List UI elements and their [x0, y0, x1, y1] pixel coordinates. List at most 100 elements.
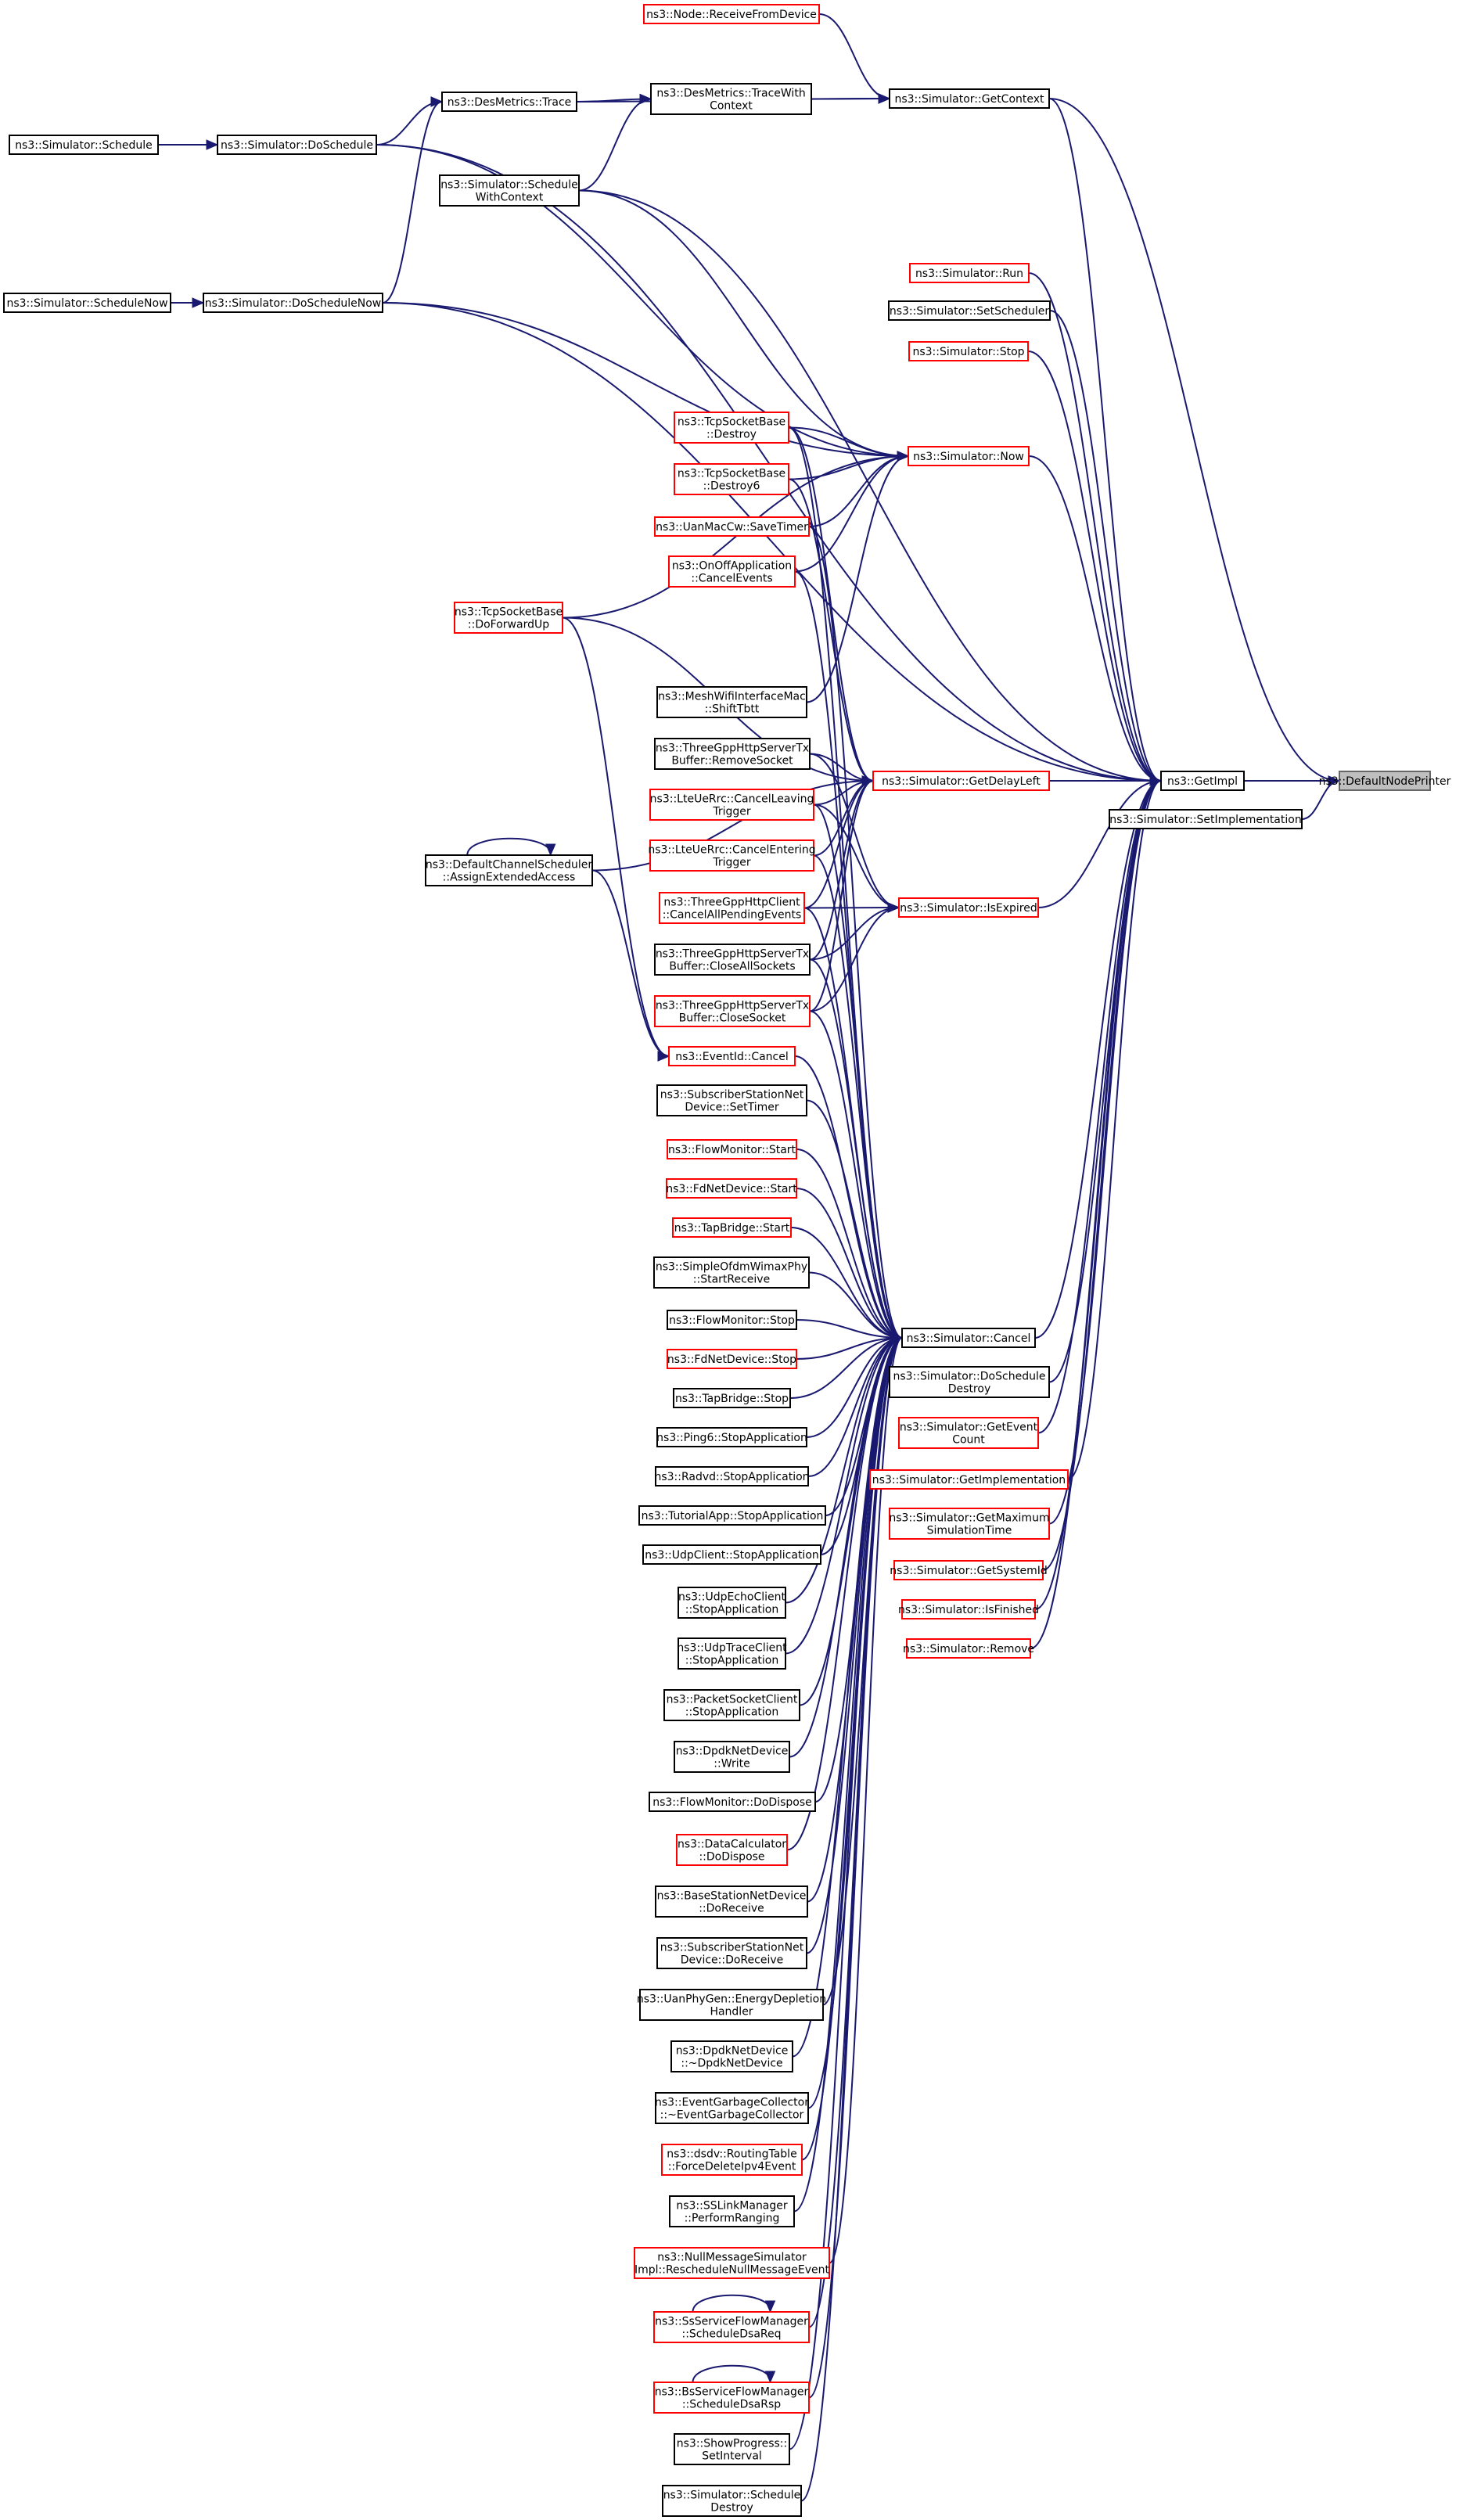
edge-tgppclose-to-simcancel [809, 1010, 903, 1339]
node-meshshift[interactable]: ns3::MeshWifiInterfaceMac::ShiftTbtt [656, 686, 807, 718]
node-udpecho[interactable]: ns3::UdpEchoClient::StopApplication [678, 1587, 786, 1619]
node-bsflow[interactable]: ns3::BsServiceFlowManager::ScheduleDsaRs… [653, 2382, 810, 2414]
node-trace[interactable]: ns3::DesMetrics::Trace [441, 92, 577, 112]
node-setimpl[interactable]: ns3::Simulator::SetImplementation [1109, 809, 1303, 829]
node-tcpdestroy[interactable]: ns3::TcpSocketBase::Destroy [674, 412, 789, 444]
edge-udptrace-to-simcancel [785, 1337, 903, 1655]
node-tgppclose[interactable]: ns3::ThreeGppHttpServerTxBuffer::CloseSo… [654, 995, 811, 1027]
node-dpdkwrite[interactable]: ns3::DpdkNetDevice::Write [674, 1741, 790, 1773]
node-flowstart[interactable]: ns3::FlowMonitor::Start [667, 1139, 797, 1159]
node-eventcancel[interactable]: ns3::EventId::Cancel [668, 1046, 796, 1066]
node-schedwithctx-box [439, 174, 580, 207]
node-ofdmstart[interactable]: ns3::SimpleOfdmWimaxPhy::StartReceive [653, 1256, 810, 1289]
node-getdelayleft[interactable]: ns3::Simulator::GetDelayLeft [872, 771, 1050, 791]
edge-schedwithctx-to-getimpl [578, 189, 1162, 782]
node-dpdkdtor[interactable]: ns3::DpdkNetDevice::~DpdkNetDevice [670, 2040, 793, 2072]
node-now[interactable]: ns3::Simulator::Now [908, 446, 1030, 466]
node-onoffcancel[interactable]: ns3::OnOffApplication::CancelEvents [668, 555, 796, 588]
node-flowstart-box [667, 1139, 797, 1159]
node-udptrace[interactable]: ns3::UdpTraceClient::StopApplication [677, 1637, 787, 1670]
node-tcpdestroy-label-line-0: ns3::TcpSocketBase [678, 416, 785, 429]
node-tapstart[interactable]: ns3::TapBridge::Start [672, 1217, 792, 1238]
node-setimpl-label-line-0: ns3::Simulator::SetImplementation [1109, 814, 1301, 826]
node-stop[interactable]: ns3::Simulator::Stop [908, 341, 1029, 361]
node-udpclientstop[interactable]: ns3::UdpClient::StopApplication [642, 1544, 821, 1565]
node-flowstop[interactable]: ns3::FlowMonitor::Stop [667, 1310, 797, 1330]
node-simcancel[interactable]: ns3::Simulator::Cancel [901, 1328, 1036, 1348]
node-tutstop[interactable]: ns3::TutorialApp::StopApplication [638, 1505, 826, 1526]
node-flowdispose[interactable]: ns3::FlowMonitor::DoDispose [649, 1792, 816, 1812]
node-sslink-label-line-0: ns3::SSLinkManager [676, 2200, 788, 2213]
node-remove-box [906, 1638, 1031, 1659]
node-run-box [909, 263, 1030, 283]
node-dsdv[interactable]: ns3::dsdv::RoutingTable::ForceDeleteIpv4… [661, 2144, 803, 2176]
node-ssflow[interactable]: ns3::SsServiceFlowManager::ScheduleDsaRe… [653, 2311, 810, 2343]
node-isfinished[interactable]: ns3::Simulator::IsFinished [898, 1599, 1039, 1619]
node-nullmsg-box [634, 2247, 830, 2279]
node-remove[interactable]: ns3::Simulator::Remove [903, 1638, 1034, 1659]
node-sssettimer[interactable]: ns3::SubscriberStationNetDevice::SetTime… [656, 1084, 807, 1116]
node-tapstart-box [672, 1217, 792, 1238]
node-getimplementation[interactable]: ns3::Simulator::GetImplementation [869, 1469, 1069, 1490]
node-showprog[interactable]: ns3::ShowProgress::SetInterval [674, 2433, 790, 2465]
node-isexpired[interactable]: ns3::Simulator::IsExpired [898, 897, 1039, 918]
node-tcpfwd-label-line-1: ::DoForwardUp [468, 619, 549, 631]
node-ssflow-label-line-1: ::ScheduleDsaReq [681, 2328, 781, 2341]
node-datacalc[interactable]: ns3::DataCalculator::DoDispose [676, 1834, 788, 1866]
edge-dpdkwrite-to-simcancel [789, 1337, 903, 1758]
node-tracewith-label-line-0: ns3::DesMetrics::TraceWith [656, 88, 805, 100]
node-defchsched[interactable]: ns3::DefaultChannelScheduler::AssignExte… [425, 854, 593, 886]
node-flowdispose-box [649, 1792, 816, 1812]
node-getimpl[interactable]: ns3::GetImpl [1160, 771, 1245, 791]
node-sslink[interactable]: ns3::SSLinkManager::PerformRanging [669, 2195, 795, 2227]
node-doschednow[interactable]: ns3::Simulator::DoScheduleNow [203, 293, 383, 313]
edge-schedwithctx-to-tracewith-arrowhead [639, 93, 652, 105]
edge-stop-to-getimpl [1027, 350, 1162, 782]
node-tapstop[interactable]: ns3::TapBridge::Stop [673, 1388, 791, 1408]
node-fdstop[interactable]: ns3::FdNetDevice::Stop [667, 1349, 797, 1369]
node-pktsock[interactable]: ns3::PacketSocketClient::StopApplication [663, 1689, 800, 1721]
edge-doschednow-to-getimpl [382, 302, 1162, 782]
node-setsched[interactable]: ns3::Simulator::SetScheduler [888, 300, 1051, 321]
node-tgppcancelall[interactable]: ns3::ThreeGppHttpClient::CancelAllPendin… [659, 892, 805, 924]
node-schedule[interactable]: ns3::Simulator::Schedule [9, 135, 159, 155]
node-ping6stop[interactable]: ns3::Ping6::StopApplication [656, 1427, 807, 1447]
node-radvdstop[interactable]: ns3::Radvd::StopApplication [654, 1466, 810, 1486]
node-tcpdestroy6[interactable]: ns3::TcpSocketBase::Destroy6 [674, 463, 789, 495]
edge-tcpdestroy-to-simcancel [788, 426, 903, 1339]
node-dnp-label-line-0: ns3::DefaultNodePrinter [1319, 775, 1451, 788]
node-run[interactable]: ns3::Simulator::Run [909, 263, 1030, 283]
node-egcdtor[interactable]: ns3::EventGarbageCollector::~EventGarbag… [655, 2092, 809, 2124]
node-bsrecv[interactable]: ns3::BaseStationNetDevice::DoReceive [655, 1886, 808, 1918]
edge-doschednow-to-now [382, 302, 909, 457]
node-egcdtor-label-line-1: ::~EventGarbageCollector [660, 2109, 804, 2122]
node-tcpdestroy6-label-line-0: ns3::TcpSocketBase [678, 468, 785, 480]
node-defchsched-label-line-0: ns3::DefaultChannelScheduler [426, 859, 592, 872]
node-uansave[interactable]: ns3::UanMacCw::SaveTimer [654, 516, 810, 537]
node-recvdev[interactable]: ns3::Node::ReceiveFromDevice [643, 4, 820, 24]
node-udpecho-box [678, 1587, 786, 1619]
node-schednow[interactable]: ns3::Simulator::ScheduleNow [3, 293, 171, 313]
node-ssrecv[interactable]: ns3::SubscriberStationNetDevice::DoRecei… [656, 1937, 807, 1969]
node-nullmsg[interactable]: ns3::NullMessageSimulatorImpl::Reschedul… [634, 2247, 830, 2279]
node-doschedule[interactable]: ns3::Simulator::DoSchedule [217, 135, 377, 155]
node-tgppremove[interactable]: ns3::ThreeGppHttpServerTxBuffer::RemoveS… [654, 738, 811, 770]
node-dnp[interactable]: ns3::DefaultNodePrinter [1319, 771, 1451, 791]
node-getcontext[interactable]: ns3::Simulator::GetContext [889, 88, 1050, 109]
node-fdstart[interactable]: ns3::FdNetDevice::Start [666, 1178, 797, 1199]
node-tgppcloseall[interactable]: ns3::ThreeGppHttpServerTxBuffer::CloseAl… [654, 944, 811, 976]
node-getsysid[interactable]: ns3::Simulator::GetSystemId [890, 1560, 1048, 1580]
edge-now-to-getimpl [1028, 455, 1162, 782]
node-stop-box [908, 341, 1029, 361]
node-tcpfwd[interactable]: ns3::TcpSocketBase::DoForwardUp [454, 602, 563, 634]
node-ofdmstart-label-line-1: ::StartReceive [693, 1274, 770, 1286]
